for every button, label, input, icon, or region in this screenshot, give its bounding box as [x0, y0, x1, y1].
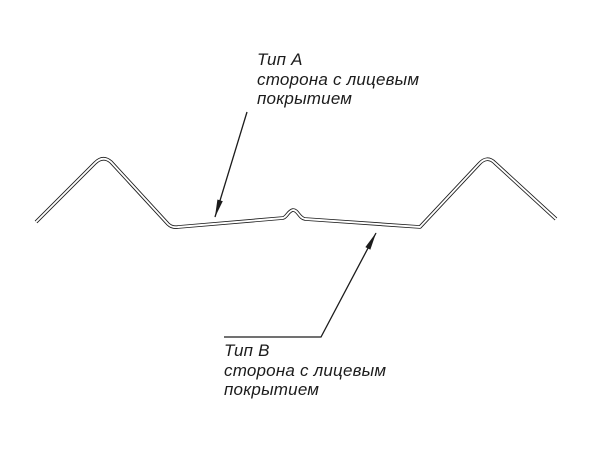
- label-type-b-title: Тип B: [224, 341, 270, 360]
- leader-line-type-a: [214, 111, 248, 218]
- profile-thickness-line: [35, 157, 557, 229]
- label-type-a-line2: покрытием: [257, 89, 353, 108]
- label-type-a: Тип A сторона с лицевым покрытием: [257, 50, 419, 108]
- label-type-a-line1: сторона с лицевым: [257, 70, 420, 89]
- label-type-b: Тип B сторона с лицевым покрытием: [224, 341, 386, 399]
- label-type-a-title: Тип A: [257, 50, 303, 69]
- label-type-b-line1: сторона с лицевым: [224, 361, 387, 380]
- label-type-b-line2: покрытием: [224, 380, 320, 399]
- profile-outline: [34, 156, 558, 229]
- leader-line-type-b: [224, 232, 377, 338]
